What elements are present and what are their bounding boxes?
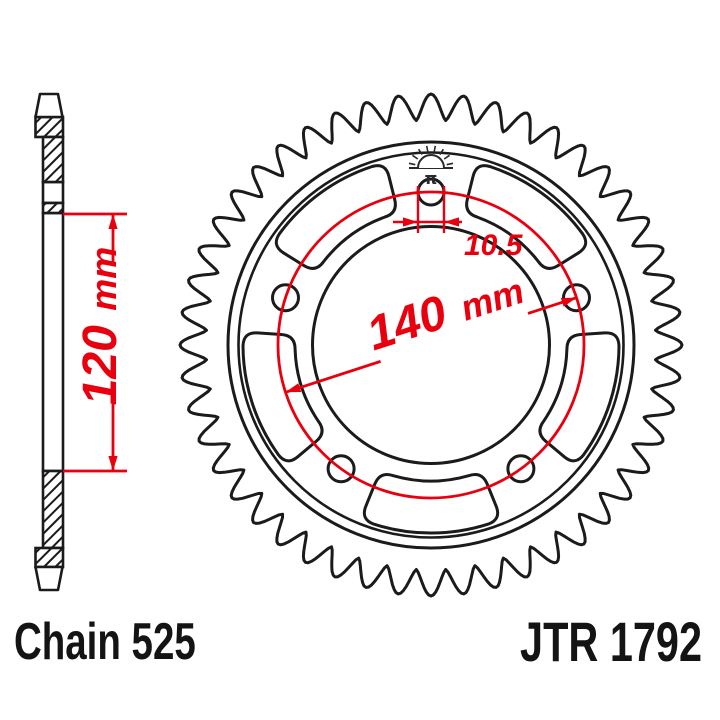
face-ring <box>237 151 625 539</box>
bolt-circle-red <box>276 190 586 500</box>
hatch-line <box>42 139 64 162</box>
sun-ray <box>417 148 423 156</box>
hatch-line <box>57 207 64 214</box>
sun-semicircle <box>417 154 445 169</box>
sun-ray <box>408 162 416 166</box>
hatch-line <box>42 490 64 513</box>
center-bore <box>311 225 551 465</box>
lightening-slot <box>362 473 500 535</box>
dim-105-arrow-right <box>444 217 459 227</box>
side-tooth-bottom <box>34 565 64 592</box>
hallmark-sun-icon <box>408 145 454 169</box>
hatch-line <box>42 470 51 479</box>
dimension-10-5-lines <box>393 186 462 233</box>
hatch-line <box>34 547 53 565</box>
dim-120-arrow-up <box>108 214 118 229</box>
hatch-line <box>42 470 62 490</box>
dimension-140mm-lines <box>276 190 586 500</box>
side-section <box>41 180 65 205</box>
sun-ray <box>433 145 437 153</box>
hatch-line <box>42 151 64 173</box>
hatch-line <box>54 173 64 183</box>
hatch-line <box>42 524 64 547</box>
hatch-line <box>43 162 64 183</box>
sun-ray <box>439 148 445 156</box>
dim-105-arrow-left <box>403 217 418 227</box>
sun-ray <box>443 154 451 160</box>
side-tooth-top <box>34 92 64 119</box>
hatch-line <box>42 501 64 524</box>
dim-140-arrow-left <box>285 383 302 393</box>
chain-size-label: Chain 525 <box>14 612 196 670</box>
sprocket-side-view <box>34 92 65 592</box>
part-number-label: JTR 1792 <box>520 611 702 674</box>
hatch-line <box>34 116 54 135</box>
dim-140-arrow-right <box>560 297 577 307</box>
hatch-line <box>42 513 64 535</box>
hatch-line <box>43 117 64 138</box>
side-section <box>41 211 65 473</box>
hatch-line <box>50 535 64 549</box>
sun-ray <box>425 145 429 153</box>
dimension-120mm-value: 120 <box>74 325 127 405</box>
hatch-line <box>42 202 47 207</box>
hatch-line <box>46 202 58 214</box>
hatch-line <box>42 136 57 151</box>
dimension-120mm-label: 120 mm <box>74 247 127 406</box>
dimension-120mm-unit: mm <box>83 247 124 311</box>
dim-120-arrow-down <box>108 456 118 471</box>
hatch-line <box>42 479 64 501</box>
dimension-10-5-label: 10.5 <box>464 229 524 262</box>
sun-ray <box>446 162 454 166</box>
hatch-line <box>43 547 64 568</box>
hallmark-pi-symbol: π <box>425 169 438 188</box>
face-ring <box>226 140 636 550</box>
sun-ray <box>411 154 419 160</box>
dim-140-line-seg1 <box>285 360 382 394</box>
dimension-120mm-lines <box>63 212 127 473</box>
hatch-line <box>34 547 42 554</box>
